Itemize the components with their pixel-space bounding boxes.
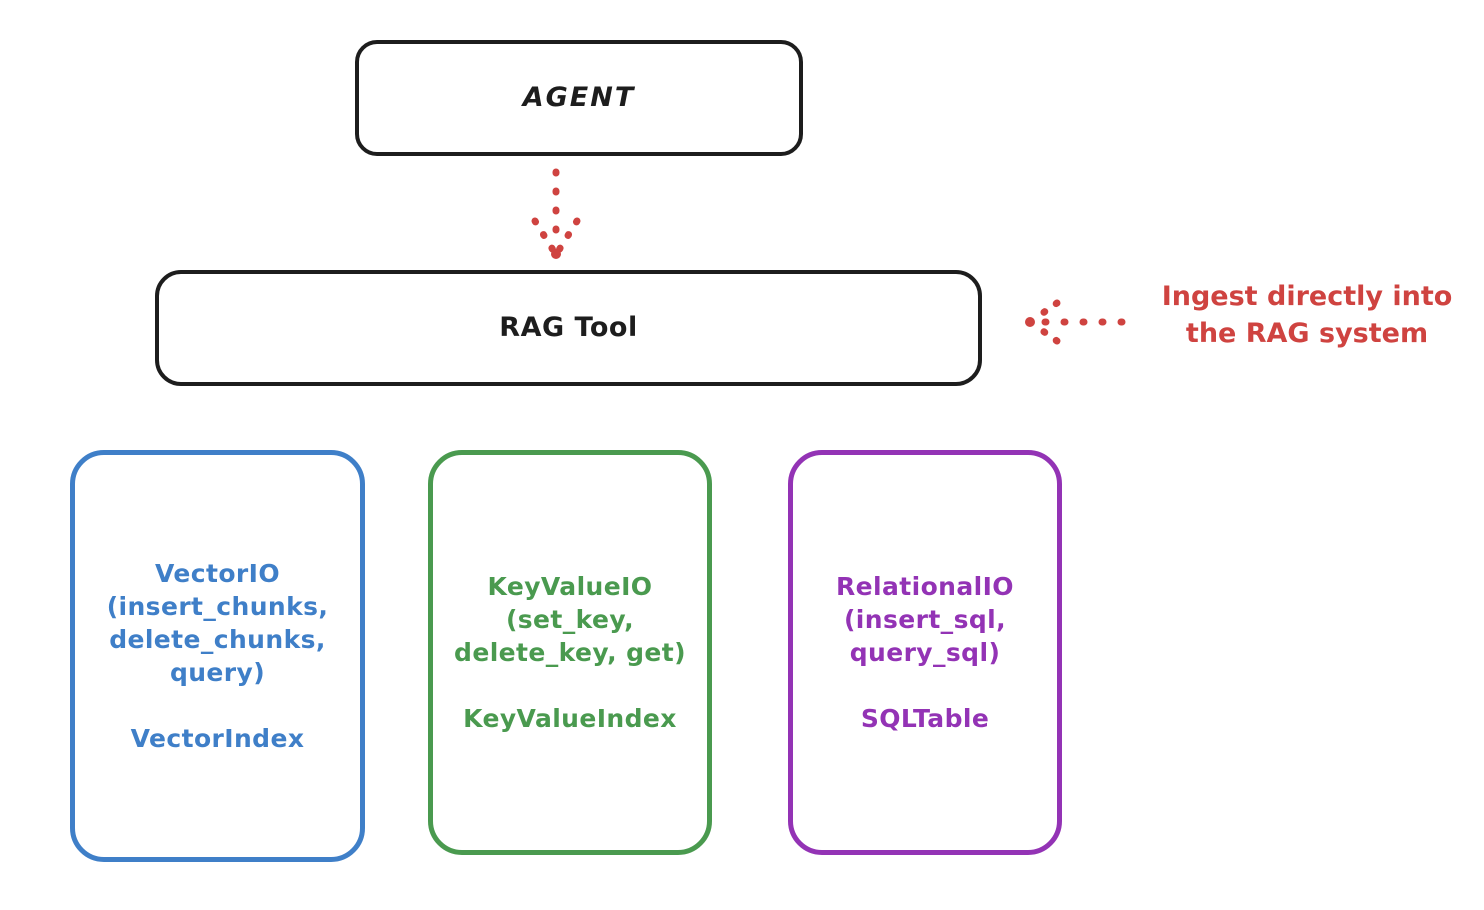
agent-node[interactable]: AGENT [355,40,803,156]
relational-io-node-label: RelationalIO (insert_sql, query_sql) SQL… [836,572,1014,733]
vector-io-node[interactable]: VectorIO (insert_chunks, delete_chunks, … [70,450,365,862]
rag-tool-node[interactable]: RAG Tool [155,270,982,386]
ingest-to-rag-tool-arrow [1025,299,1126,345]
relational-io-node[interactable]: RelationalIO (insert_sql, query_sql) SQL… [788,450,1062,855]
rag-tool-node-label: RAG Tool [499,312,638,344]
agent-to-rag-tool-arrow [531,168,581,259]
key-value-io-node[interactable]: KeyValueIO (set_key, delete_key, get) Ke… [428,450,712,855]
ingest-annotation-text: Ingest directly into the RAG system [1161,281,1453,350]
key-value-io-node-label: KeyValueIO (set_key, delete_key, get) Ke… [454,572,686,733]
vector-io-node-label: VectorIO (insert_chunks, delete_chunks, … [106,559,329,753]
agent-node-label: AGENT [522,82,636,114]
